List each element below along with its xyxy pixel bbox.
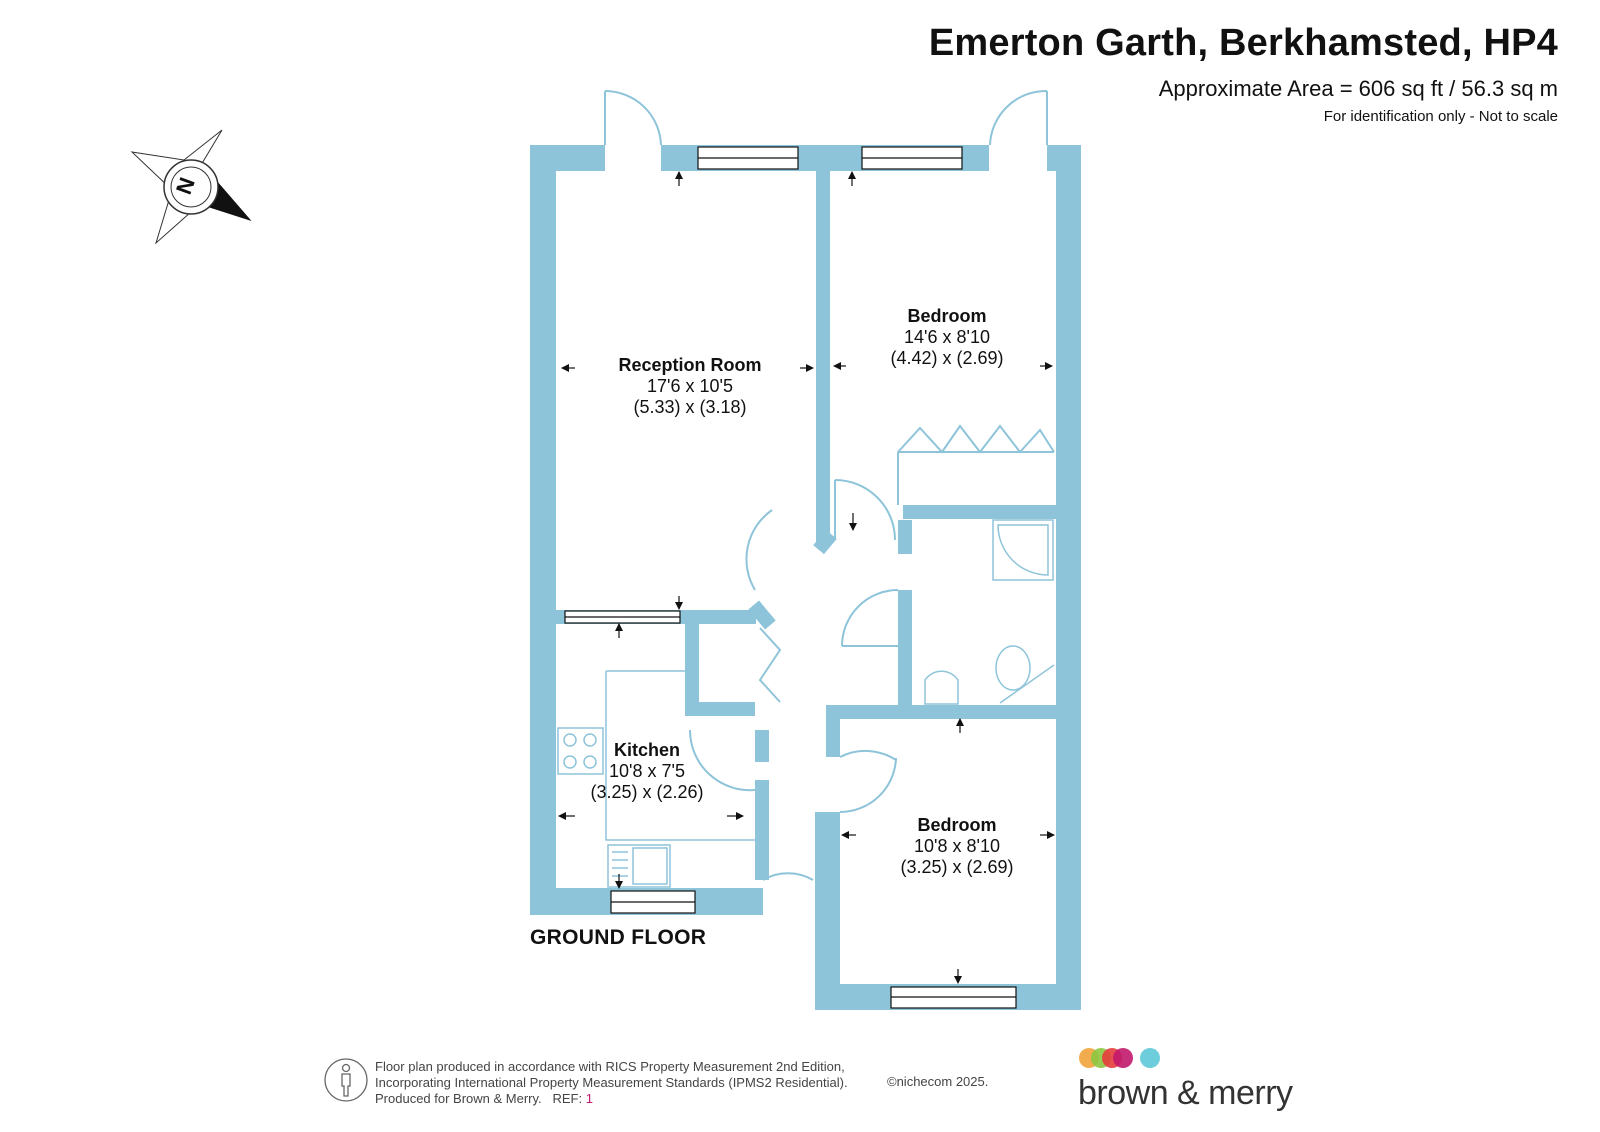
room-label-reception: Reception Room 17'6 x 10'5 (5.33) x (3.1…: [618, 355, 761, 418]
copyright: ©nichecom 2025.: [887, 1074, 989, 1089]
wardrobe: [897, 424, 1055, 505]
room-imperial: 10'8 x 7'5: [609, 761, 685, 781]
person-icon: [324, 1058, 368, 1102]
footer-line-1: Floor plan produced in accordance with R…: [375, 1059, 845, 1074]
identification-note: For identification only - Not to scale: [1323, 108, 1558, 125]
bathroom-fixtures: [924, 519, 1055, 705]
kitchen-fixtures: [557, 670, 755, 888]
room-metric: (3.25) x (2.69): [900, 857, 1014, 877]
footer-line-2: Incorporating International Property Mea…: [375, 1075, 848, 1090]
room-imperial: 10'8 x 8'10: [914, 836, 1000, 856]
room-metric: (5.33) x (3.18): [633, 397, 747, 417]
room-label-kitchen: Kitchen 10'8 x 7'5 (3.25) x (2.26): [590, 740, 703, 803]
property-title: Emerton Garth, Berkhamsted, HP4: [928, 22, 1558, 64]
footer-line-3: Produced for Brown & Merry. REF: 1: [375, 1091, 848, 1107]
room-name: Bedroom: [907, 306, 987, 326]
room-name: Kitchen: [613, 740, 681, 760]
windows: [564, 146, 1017, 1009]
room-name: Reception Room: [618, 355, 762, 375]
footer-notes: Floor plan produced in accordance with R…: [375, 1059, 848, 1107]
room-imperial: 17'6 x 10'5: [647, 376, 733, 396]
measurement-arrows: [558, 171, 1055, 984]
brand-name: brown & merry: [1078, 1074, 1293, 1112]
floor-label: GROUND FLOOR: [530, 926, 707, 949]
room-metric: (3.25) x (2.26): [590, 782, 704, 802]
walls: [530, 145, 1081, 1010]
north-compass-icon: [130, 129, 252, 245]
room-metric: (4.42) x (2.69): [890, 348, 1004, 368]
approximate-area: Approximate Area = 606 sq ft / 56.3 sq m: [1158, 76, 1558, 101]
produced-for: Produced for Brown & Merry.: [375, 1091, 542, 1106]
doors: [604, 89, 1048, 881]
brand-logo-dots-icon: [1079, 1048, 1160, 1068]
room-imperial: 14'6 x 8'10: [904, 327, 990, 347]
ref-label: REF:: [552, 1091, 583, 1106]
room-label-bedroom-2: Bedroom 10'8 x 8'10 (3.25) x (2.69): [900, 815, 1013, 878]
ref-value: 1: [585, 1091, 593, 1106]
room-name: Bedroom: [917, 815, 997, 835]
room-label-bedroom-1: Bedroom 14'6 x 8'10 (4.42) x (2.69): [890, 306, 1003, 369]
